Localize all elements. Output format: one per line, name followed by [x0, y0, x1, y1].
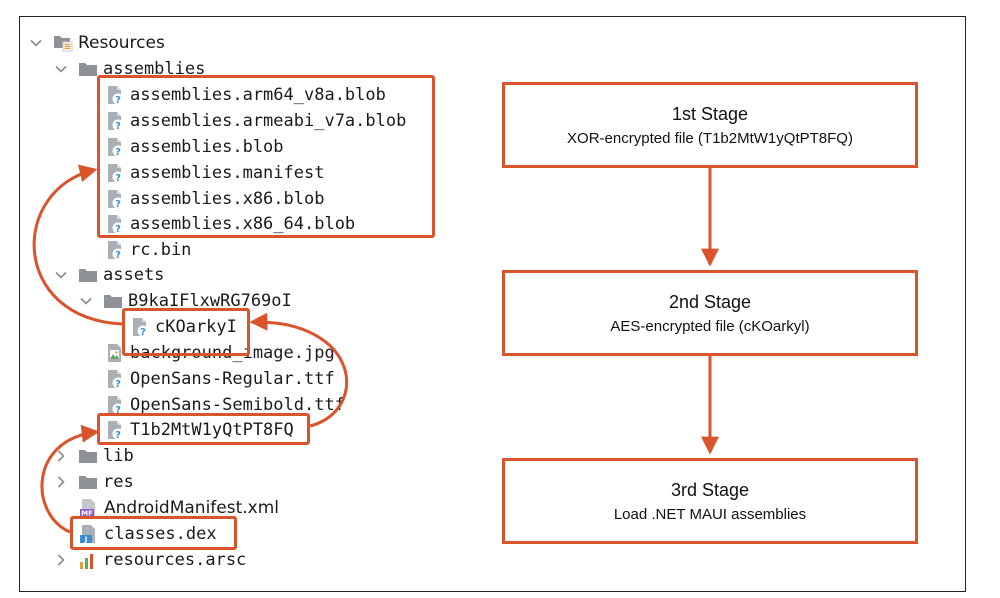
stage-description: Load .NET MAUI assemblies: [613, 505, 807, 523]
chevron-down-icon[interactable]: [54, 62, 68, 76]
tree-label: assemblies.x86_64.blob: [130, 214, 356, 234]
tree-label: assemblies: [103, 59, 206, 79]
chevron-right-icon[interactable]: [54, 553, 68, 567]
assemblies-highlight-box: [97, 75, 435, 238]
tree-node-file[interactable]: AndroidManifest.xml: [79, 495, 279, 521]
chevron-down-icon[interactable]: [29, 36, 43, 50]
tree-node-file[interactable]: assemblies.manifest: [105, 160, 324, 186]
tree-label: res: [103, 472, 134, 492]
tree-label: AndroidManifest.xml: [104, 498, 280, 518]
folder-icon: [78, 446, 98, 466]
tree-node-assemblies[interactable]: assemblies: [54, 56, 205, 82]
folder-icon: [103, 291, 123, 311]
resources-folder-icon: [53, 33, 73, 53]
t1b2-highlight-box: [97, 413, 310, 445]
unknown-file-icon: [105, 369, 125, 389]
tree-node-file[interactable]: classes.dex: [79, 521, 217, 547]
unknown-file-icon: [105, 240, 125, 260]
chevron-down-icon[interactable]: [54, 268, 68, 282]
ckoarky-highlight-box: [122, 308, 250, 356]
resources-table-icon: [78, 550, 98, 570]
tree-node-file[interactable]: OpenSans-Regular.ttf: [105, 366, 335, 392]
tree-label: Resources: [78, 33, 165, 53]
tree-label: B9kaIFlxwRG769oI: [128, 291, 292, 311]
stage-title: 3rd Stage: [670, 479, 750, 500]
tree-node-resources[interactable]: Resources: [29, 30, 165, 56]
tree-node-file[interactable]: T1b2MtW1yQtPT8FQ: [105, 417, 294, 443]
stage-box-2: 2nd Stage AES-encrypted file (cKOarkyl): [502, 270, 918, 356]
tree-label: cKOarkyI: [155, 317, 237, 337]
tree-node-file[interactable]: assemblies.x86_64.blob: [105, 211, 355, 237]
tree-label: classes.dex: [104, 524, 217, 544]
tree-label: OpenSans-Regular.ttf: [130, 369, 335, 389]
unknown-file-icon: [105, 395, 125, 415]
tree-label: resources.arsc: [103, 550, 247, 570]
tree-label: assemblies.blob: [130, 137, 284, 157]
chevron-right-icon[interactable]: [54, 449, 68, 463]
tree-label: assemblies.arm64_v8a.blob: [130, 85, 386, 105]
tree-node-file[interactable]: cKOarkyI: [130, 314, 237, 340]
tree-node-res[interactable]: res: [54, 469, 134, 495]
stage-box-1: 1st Stage XOR-encrypted file (T1b2MtW1yQ…: [502, 82, 918, 168]
tree-label: lib: [103, 446, 134, 466]
stage-description: AES-encrypted file (cKOarkyl): [610, 317, 810, 335]
tree-label: assemblies.armeabi_v7a.blob: [130, 111, 407, 131]
stage-title: 1st Stage: [671, 103, 749, 124]
tree-node-file[interactable]: assemblies.armeabi_v7a.blob: [105, 108, 406, 134]
tree-node-lib[interactable]: lib: [54, 443, 134, 469]
classes-dex-highlight-box: [70, 516, 237, 550]
tree-node-file[interactable]: assemblies.arm64_v8a.blob: [105, 82, 386, 108]
folder-icon: [78, 59, 98, 79]
tree-node-file[interactable]: assemblies.blob: [105, 134, 284, 160]
tree-node-subfolder[interactable]: B9kaIFlxwRG769oI: [79, 288, 292, 314]
tree-node-resources-arsc[interactable]: resources.arsc: [54, 547, 246, 573]
stage-box-3: 3rd Stage Load .NET MAUI assemblies: [502, 458, 918, 544]
tree-label: assemblies.manifest: [130, 163, 325, 183]
chevron-down-icon[interactable]: [79, 294, 93, 308]
tree-node-file[interactable]: rc.bin: [105, 237, 191, 263]
stage-description: XOR-encrypted file (T1b2MtW1yQtPT8FQ): [567, 129, 853, 147]
tree-node-file[interactable]: assemblies.x86.blob: [105, 186, 324, 212]
chevron-right-icon[interactable]: [54, 475, 68, 489]
tree-label: assemblies.x86.blob: [130, 189, 325, 209]
tree-label: T1b2MtW1yQtPT8FQ: [130, 420, 294, 440]
tree-label: rc.bin: [130, 240, 192, 260]
manifest-file-icon: [79, 498, 99, 518]
folder-icon: [78, 472, 98, 492]
stage-title: 2nd Stage: [668, 291, 752, 312]
tree-label: OpenSans-Semibold.ttf: [130, 395, 345, 415]
tree-label: assets: [103, 265, 165, 285]
tree-node-assets[interactable]: assets: [54, 262, 164, 288]
folder-icon: [78, 265, 98, 285]
